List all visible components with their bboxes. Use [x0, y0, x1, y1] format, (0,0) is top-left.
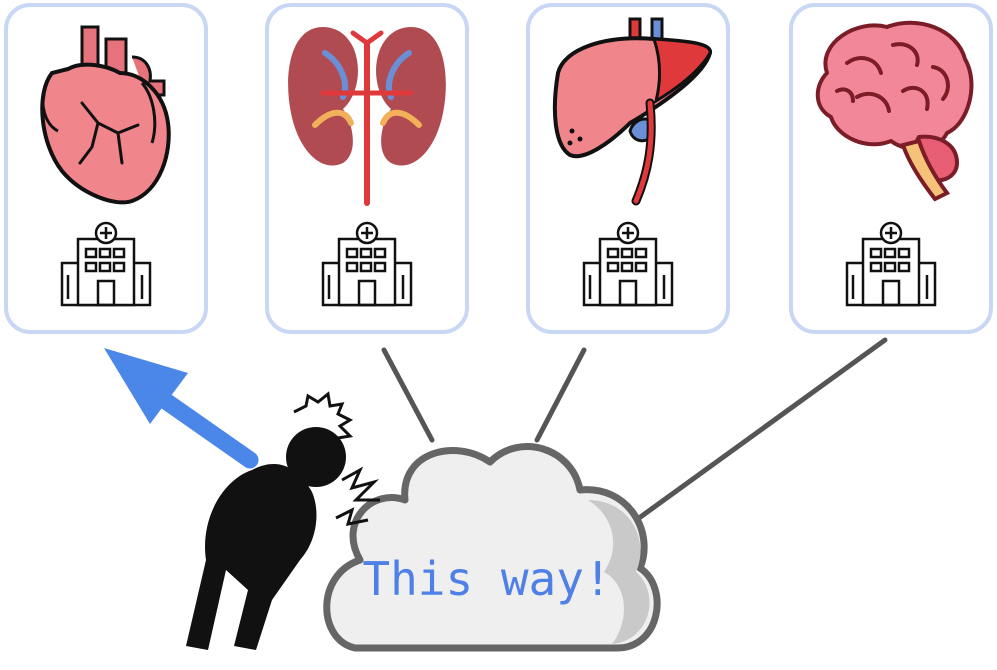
liver-icon — [552, 17, 712, 206]
organ-card-liver[interactable] — [526, 3, 730, 334]
connector-line-liver — [534, 347, 587, 443]
hospital-icon — [845, 221, 937, 307]
brain-icon — [815, 20, 974, 202]
person-in-pain-icon — [186, 391, 380, 650]
cloud-label: This way! — [362, 552, 612, 606]
heart-icon — [40, 25, 171, 205]
kidneys-icon — [288, 27, 446, 206]
organ-card-kidneys[interactable] — [265, 3, 469, 334]
cloud-shape — [323, 443, 661, 652]
pain-burst-icon — [293, 391, 380, 526]
connector-line-kidney — [381, 347, 435, 443]
hospital-icon — [582, 221, 674, 307]
connector-line-brain — [625, 337, 888, 529]
direction-arrow — [104, 348, 259, 469]
organ-card-heart[interactable] — [4, 3, 208, 334]
hospital-icon — [60, 221, 152, 307]
organ-card-brain[interactable] — [789, 3, 993, 334]
hospital-icon — [321, 221, 413, 307]
